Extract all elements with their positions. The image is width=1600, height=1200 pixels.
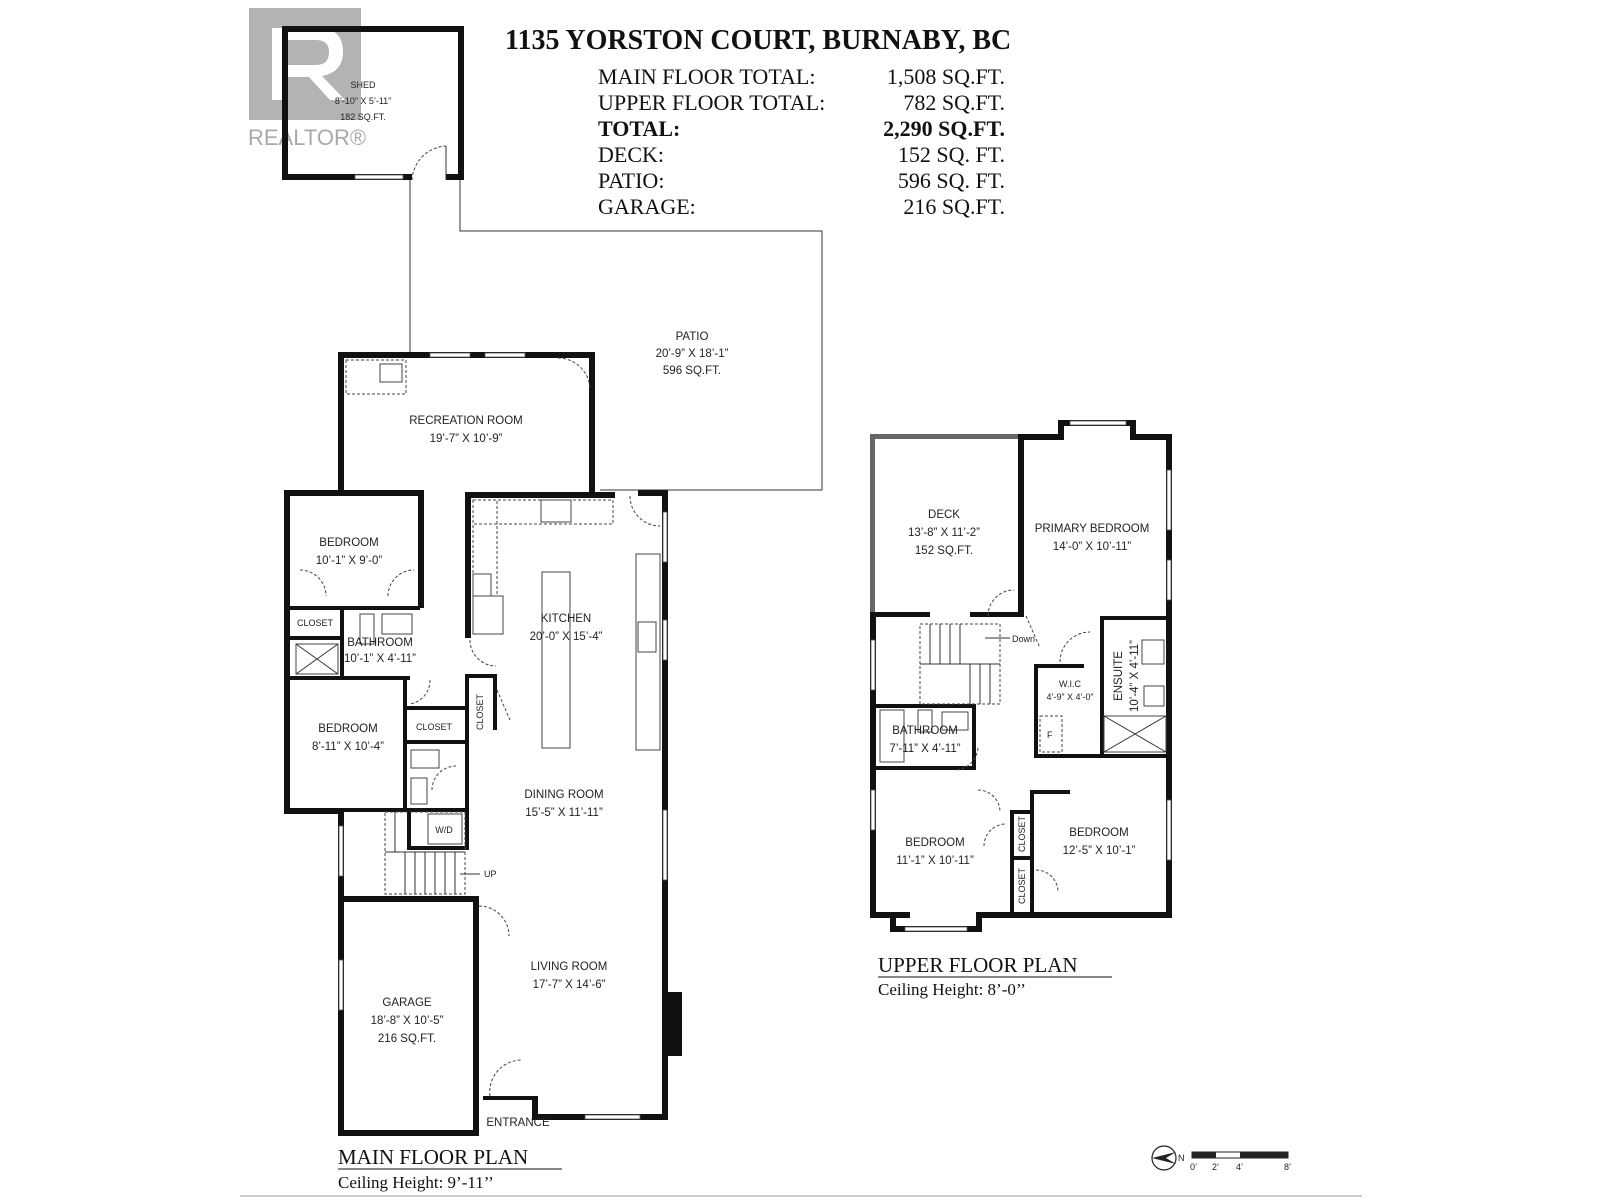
patio: PATIO 20’-9” X 18’-1” 596 SQ.FT. (409, 180, 823, 491)
kitchen-dims: 20’-0” X 15’-4” (530, 631, 603, 643)
bedroom1-name: BEDROOM (319, 537, 378, 549)
upper-floor-plan-title: UPPER FLOOR PLAN (878, 953, 1078, 977)
area-label-patio: PATIO: (598, 168, 664, 193)
shed-area: 182 SQ.FT. (340, 112, 386, 122)
washer-dryer-label: W/D (435, 825, 453, 835)
bedroom2-name: BEDROOM (318, 723, 377, 735)
area-value-deck: 152 SQ. FT. (898, 142, 1005, 167)
area-value-garage: 216 SQ.FT. (903, 194, 1005, 219)
bathroom-name: BATHROOM (347, 637, 413, 649)
deck-name: DECK (928, 509, 960, 521)
area-label-garage: GARAGE: (598, 194, 696, 219)
shed-dims: 8’-10” X 5’-11” (335, 96, 391, 106)
area-summary-table: MAIN FLOOR TOTAL: 1,508 SQ.FT. UPPER FLO… (598, 64, 1005, 219)
area-label-total: TOTAL: (598, 116, 680, 141)
area-value-upper: 782 SQ.FT. (903, 90, 1005, 115)
upper-floor-ceiling-height: Ceiling Height: 8’-0’’ (878, 980, 1026, 999)
garage-name: GARAGE (382, 997, 432, 1009)
main-floor-labels: RECREATION ROOM 19’-7” X 10’-9” BEDROOM … (297, 415, 607, 1129)
wic-dims: 4’-9” X 4’-0” (1046, 692, 1093, 702)
upper-bathroom-name: BATHROOM (892, 725, 958, 737)
bathroom-dims: 10’-1” X 4’-11” (344, 653, 416, 665)
deck-area: 152 SQ.FT. (915, 545, 973, 557)
primary-bedroom-name: PRIMARY BEDROOM (1035, 523, 1150, 535)
living-room-name: LIVING ROOM (531, 961, 608, 973)
area-label-upper: UPPER FLOOR TOTAL: (598, 90, 825, 115)
main-floor-ceiling-height: Ceiling Height: 9’-11’’ (338, 1173, 494, 1192)
entrance-label: ENTRANCE (486, 1117, 550, 1129)
primary-bedroom-dims: 14’-0” X 10’-11” (1053, 541, 1132, 553)
wic-name: W.I.C (1059, 679, 1081, 689)
recreation-room-dims: 19’-7” X 10’-9” (430, 433, 503, 445)
closet2-label: CLOSET (416, 722, 453, 732)
upper-f-label: F (1047, 730, 1053, 740)
dining-room-dims: 15’-5” X 11’-11” (525, 807, 603, 819)
main-floor-walls (284, 352, 682, 1136)
upper-bedroom2-dims: 12’-5” X 10’-1” (1063, 845, 1136, 857)
shed: SHED 8’-10” X 5’-11” 182 SQ.FT. (282, 26, 464, 181)
living-room-dims: 17’-7” X 14’-6” (533, 979, 606, 991)
scale-label-2: 2’ (1212, 1162, 1219, 1172)
upper-closet1-label: CLOSET (1017, 815, 1027, 852)
ensuite-name: ENSUITE (1113, 651, 1125, 701)
bedroom1-dims: 10’-1” X 9’-0” (316, 555, 383, 567)
shed-name: SHED (350, 80, 376, 90)
patio-name: PATIO (676, 331, 709, 343)
area-label-deck: DECK: (598, 142, 664, 167)
main-floor-fixtures (295, 359, 661, 895)
patio-area: 596 SQ.FT. (663, 365, 721, 377)
kitchen-name: KITCHEN (541, 613, 591, 625)
upper-bedroom1-dims: 11’-1” X 10’-11” (896, 855, 974, 867)
closet1-label: CLOSET (297, 618, 334, 628)
garage-area: 216 SQ.FT. (378, 1033, 436, 1045)
area-value-patio: 596 SQ. FT. (898, 168, 1005, 193)
north-label: N (1178, 1153, 1185, 1163)
scale-label-4: 4’ (1236, 1162, 1243, 1172)
upper-floor-fixtures (879, 623, 1167, 763)
area-value-total: 2,290 SQ.FT. (883, 116, 1005, 141)
patio-dims: 20’-9” X 18’-1” (656, 348, 729, 360)
scale-label-0: 0’ (1190, 1162, 1197, 1172)
recreation-room-name: RECREATION ROOM (409, 415, 523, 427)
realtor-logo-text: REALTOR® (248, 125, 366, 150)
upper-bedroom1-name: BEDROOM (905, 837, 964, 849)
upper-bedroom2-name: BEDROOM (1069, 827, 1128, 839)
upper-floor-walls (870, 420, 1172, 932)
bedroom2-dims: 8’-11” X 10’-4” (312, 741, 384, 753)
dining-room-name: DINING ROOM (524, 789, 603, 801)
stairs-down-label: Down (1012, 634, 1035, 644)
north-arrow-and-scale: N 0’ 2’ 4’ 8’ (1151, 1145, 1291, 1172)
closet3-label: CLOSET (475, 693, 485, 730)
area-label-main: MAIN FLOOR TOTAL: (598, 64, 815, 89)
garage-dims: 18’-8” X 10’-5” (371, 1015, 444, 1027)
area-value-main: 1,508 SQ.FT. (887, 64, 1005, 89)
upper-closet2-label: CLOSET (1017, 867, 1027, 904)
upper-floor-labels: DECK 13’-8” X 11’-2” 152 SQ.FT. PRIMARY … (889, 509, 1149, 904)
upper-bathroom-dims: 7’-11” X 4’-11” (889, 743, 960, 755)
ensuite-dims: 10’-4” X 4’-11” (1129, 640, 1141, 712)
deck-dims: 13’-8” X 11’-2” (908, 527, 980, 539)
scale-label-8: 8’ (1284, 1162, 1291, 1172)
property-address: 1135 YORSTON COURT, BURNABY, BC (505, 25, 1011, 56)
main-floor-plan-title: MAIN FLOOR PLAN (338, 1145, 528, 1169)
stairs-up-label: UP (484, 869, 497, 879)
